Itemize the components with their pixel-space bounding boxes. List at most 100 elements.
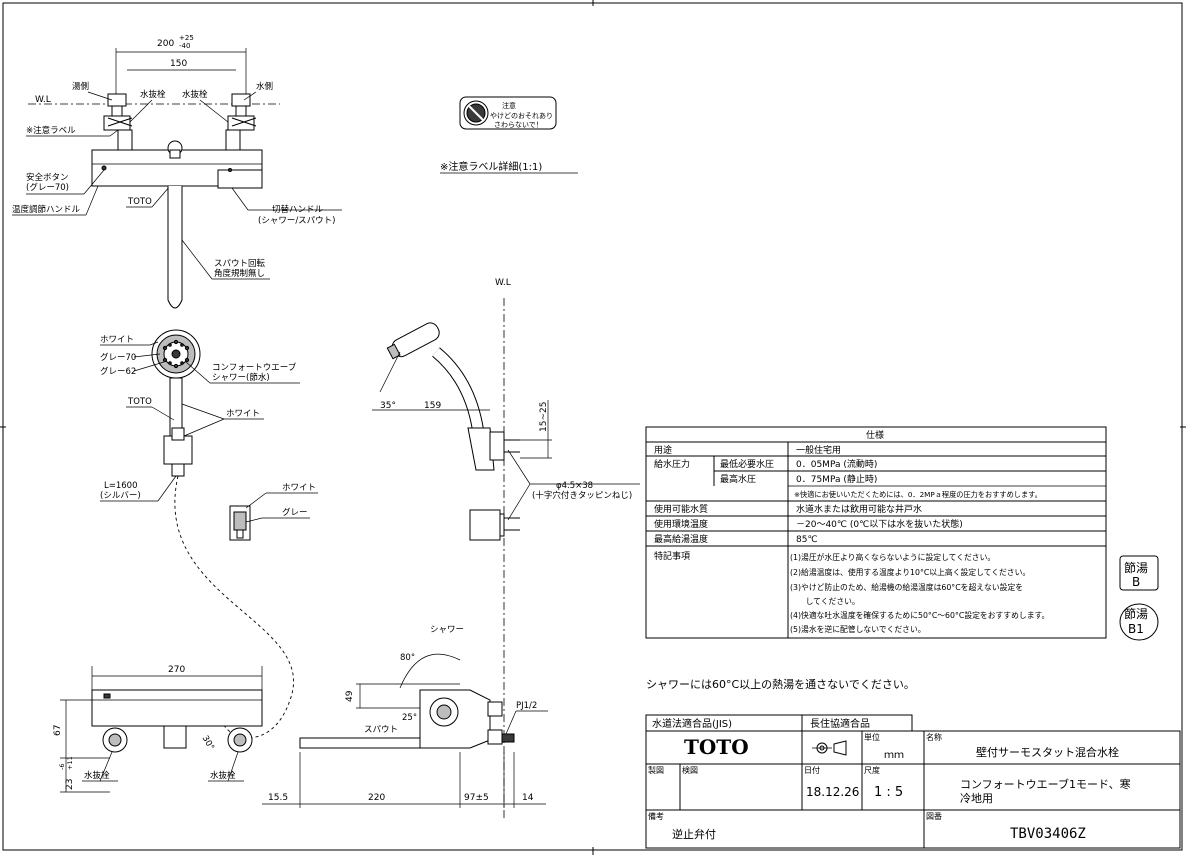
title-jis: 水道法適合品(JIS) — [652, 717, 732, 730]
spec-row-1-sub: 最低必要水圧 — [720, 458, 774, 470]
label-temp-handle: 温度調節ハンドル — [12, 204, 81, 215]
spout-side — [299, 737, 421, 749]
warning-note: シャワーには60°C以上の熱湯を通さないでください。 — [646, 678, 915, 691]
label-shower-toto: TOTO — [127, 397, 152, 407]
name-value: 壁付サーモスタット混合水栓 — [976, 745, 1119, 759]
label-drain-plug-left: 水抜栓 — [140, 89, 166, 100]
holder-side-upper — [489, 431, 505, 461]
spec-row-5-value: －20～40℃ (0℃以下は水を抜いた状態) — [796, 518, 963, 530]
label-shower-side: シャワー — [430, 625, 464, 635]
faucet-body-bottom — [91, 689, 263, 727]
badge-b-top: 節湯 — [1124, 560, 1148, 575]
label-pj: PJ1/2 — [516, 701, 537, 711]
dim-67: 67 — [53, 725, 63, 736]
hot-inlet — [103, 93, 133, 151]
drawing-no-label: 図番 — [926, 811, 942, 821]
label-shower-gray62: グレー62 — [100, 366, 136, 377]
label-shower-white-2: ホワイト — [226, 409, 260, 419]
spec-row-2-value: 0．75MPa (静止時) — [796, 473, 877, 485]
spec-feature-1: (1)湯圧が水圧より高くならないように設定してください。 — [790, 552, 995, 562]
title-chojyu: 長住協適合品 — [810, 717, 870, 730]
projection-symbol — [812, 740, 847, 756]
spec-feature-4: (4)快適な吐水温度を確保するために50°C～60°C設定をおすすめします。 — [790, 610, 1049, 620]
spec-features-label: 特記事項 — [654, 550, 690, 562]
shower-head-side — [386, 322, 440, 360]
model-desc-1: コンフォートウエーブ1モード、寒 — [960, 777, 1131, 791]
label-safety-button-color: (グレー70) — [26, 182, 69, 193]
spec-row-6-value: 85℃ — [796, 535, 818, 545]
model-desc-2: 冷地用 — [960, 792, 993, 805]
dim-angle-30: 30° — [200, 734, 216, 752]
shower-handle-front — [169, 377, 183, 437]
holder-side-lower — [469, 509, 501, 541]
cold-inlet — [225, 93, 257, 151]
dim-15-5: 15.5 — [268, 793, 288, 803]
shower-front-view: ホワイト グレー70 グレー62 コンフォートウエーブ シャワー(節水) TOT… — [100, 329, 318, 739]
dim-23-tol-upper: +11 — [66, 756, 74, 770]
badge-b-bottom: B — [1132, 575, 1140, 589]
label-spout-rotation-1: スパウト回転 — [214, 259, 266, 269]
caution-detail-caption: ※注意ラベル詳細(1:1) — [440, 160, 542, 173]
dim-15-25: 15~25 — [539, 402, 549, 432]
label-safety-button: 安全ボタン — [26, 172, 69, 183]
label-screw-2: (十字穴付きタッピンねじ) — [532, 490, 632, 501]
caution-line-2: さわらないで！ — [494, 121, 543, 129]
dim-23-tol-lower: -6 — [58, 764, 66, 770]
label-switch-handle-modes: (シャワー/スパウト) — [258, 216, 336, 226]
setsuyu-badge-b1: 節湯 B1 — [1119, 603, 1159, 641]
badge-b1-top: 節湯 — [1124, 606, 1148, 621]
scale-label: 尺度 — [864, 765, 880, 775]
date-label: 日付 — [804, 765, 820, 775]
note-value: 逆止弁付 — [672, 827, 716, 841]
caution-label-detail: 注意 やけどのおそれあり さわらないで！ ※注意ラベル詳細(1:1) — [440, 96, 578, 174]
dim-200-tol-upper: +25 — [179, 34, 194, 42]
wl-label-side: W.L — [495, 278, 511, 288]
brand-logo: TOTO — [684, 735, 749, 759]
spec-row-4-value: 水道水または飲用可能な井戸水 — [796, 503, 922, 515]
label-shower-model-1: コンフォートウエーブ — [212, 362, 297, 373]
label-cold-side: 水側 — [256, 81, 273, 92]
label-shower-white: ホワイト — [100, 335, 134, 345]
dim-270: 270 — [168, 665, 185, 675]
dim-220: 220 — [368, 793, 385, 803]
spec-feature-3b: してください。 — [790, 597, 860, 606]
label-hose-color: (シルバー) — [100, 491, 141, 501]
date-value: 18.12.26 — [806, 785, 859, 799]
label-hot-side: 湯側 — [72, 81, 89, 92]
safety-button — [101, 165, 107, 171]
setsuyu-badge-b: 節湯 B — [1119, 555, 1159, 591]
unit-label: 単位 — [864, 732, 880, 742]
label-drain-bottom-left: 水抜栓 — [84, 770, 110, 781]
dim-49: 49 — [345, 690, 355, 702]
label-spout-rotation-2: 角度規制無し — [214, 268, 265, 279]
spec-row-3-value: ※快適にお使いいただくためには、0．2MPａ程度の圧力をおすすめします。 — [794, 490, 1042, 499]
name-label: 名称 — [926, 732, 942, 742]
dim-150: 150 — [170, 59, 187, 69]
label-holder-gray: グレー — [282, 507, 308, 518]
badge-b1-bottom: B1 — [1128, 622, 1144, 636]
spout-front — [167, 186, 183, 309]
spec-row-0-value: 一般住宅用 — [796, 444, 841, 456]
dim-159: 159 — [424, 401, 441, 411]
dim-200: 200 — [157, 39, 174, 49]
caution-title: 注意 — [502, 101, 516, 110]
spec-row-5-label: 使用環境温度 — [654, 518, 708, 530]
title-block: 水道法適合品(JIS) 長住協適合品 TOTO 単位 ｍｍ 名称 壁付サーモスタ… — [645, 714, 1181, 849]
label-screw-1: φ4.5×38 — [556, 481, 593, 491]
dim-angle-35: 35° — [380, 401, 396, 411]
spec-feature-5: (5)湯水を逆に配管しないでください。 — [790, 624, 926, 634]
front-view: 200 +25 -40 150 W.L 湯側 水側 — [12, 34, 342, 309]
spec-row-1-value: 0．05MPa (流動時) — [796, 458, 877, 470]
label-shower-model-2: シャワー(節水) — [212, 372, 270, 383]
bottom-view: 270 67 23 +11 -6 30° 水抜栓 水抜栓 — [53, 665, 263, 793]
spec-title: 仕様 — [866, 429, 884, 441]
label-shower-gray70: グレー70 — [100, 352, 136, 363]
dim-angle-25: 25° — [402, 713, 417, 723]
spec-feature-3: (3)やけど防止のため、給湯機の給湯温度は60°Cを超えない設定を — [790, 582, 1023, 592]
label-hose-length: L=1600 — [104, 481, 138, 491]
label-drain-plug-right: 水抜栓 — [182, 89, 208, 100]
label-switch-handle: 切替ハンドル — [272, 204, 324, 215]
made-label: 製図 — [648, 765, 664, 775]
dim-23: 23 — [65, 779, 75, 790]
